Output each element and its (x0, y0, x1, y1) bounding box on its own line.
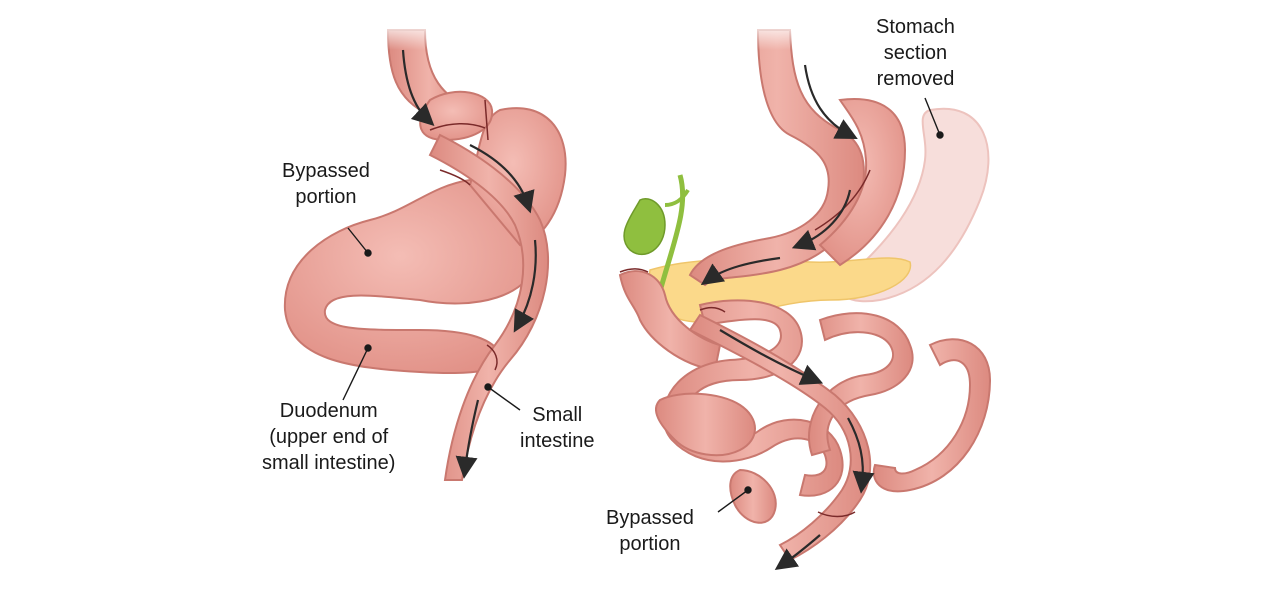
right-diagram (618, 20, 992, 571)
label-line: small intestine) (262, 452, 396, 474)
label-duodenum: Duodenum (upper end of small intestine) (262, 398, 395, 476)
label-line: Bypassed (282, 160, 370, 182)
label-line: Bypassed (606, 507, 694, 529)
intestine-loops (655, 299, 992, 524)
label-bypassed-portion-left: Bypassed portion (282, 158, 370, 210)
label-line: portion (295, 186, 357, 208)
label-line: Small (532, 404, 583, 426)
leader-bypassed-left (347, 227, 369, 254)
gallbladder (623, 198, 666, 256)
label-line: Stomach (876, 16, 955, 38)
bypassed-upper-stomach (468, 107, 567, 247)
leader-duodenum (342, 347, 369, 401)
leader-small-intestine (487, 386, 521, 411)
bypassed-stomach (283, 177, 542, 374)
leader-bypassed-right (717, 489, 749, 513)
flow-arrows-right (700, 64, 875, 571)
label-stomach-section-removed: Stomach section removed (876, 14, 955, 92)
label-line: Duodenum (279, 400, 378, 422)
label-line: (upper end of (269, 426, 389, 448)
suture-lines-left (429, 99, 498, 371)
stomach-pouch-left (419, 90, 494, 142)
label-bypassed-portion-right: Bypassed portion (606, 505, 694, 557)
leader-stomach-removed (924, 97, 941, 136)
label-line: portion (619, 533, 681, 555)
small-intestine-left (428, 133, 550, 481)
label-line: removed (876, 68, 955, 90)
label-line: section (883, 42, 948, 64)
label-small-intestine: Small intestine (520, 402, 595, 454)
label-line: intestine (520, 430, 595, 452)
flow-arrows-left (401, 49, 537, 479)
suture-lines-right (619, 169, 871, 518)
removed-stomach-section (840, 107, 990, 303)
left-diagram (283, 20, 567, 481)
